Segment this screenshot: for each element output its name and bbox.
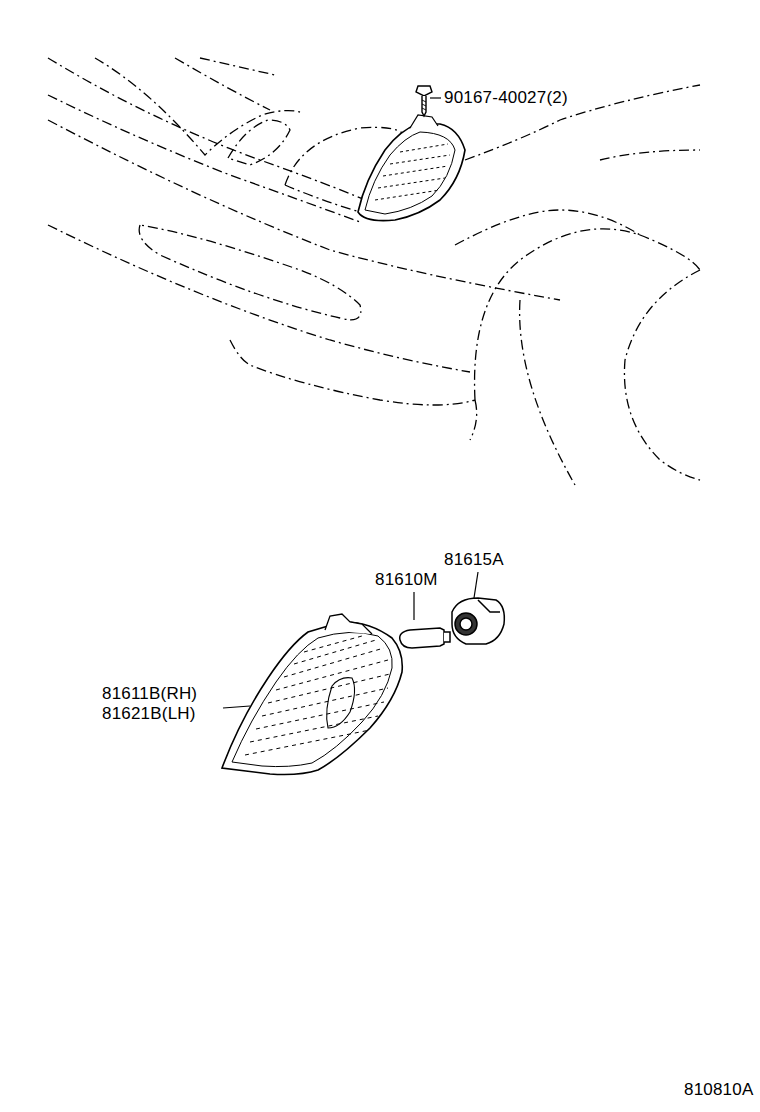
lamp-lens [222,614,402,775]
fender-line [600,150,700,160]
bumper-top [48,120,560,300]
fog-opening [139,225,361,320]
part-number: 81611B(RH) [102,684,197,704]
bulb [400,628,450,648]
headlamp-edge [285,185,360,212]
grille-opening [228,120,290,165]
figure-number: 810810A [684,1080,753,1100]
fender-line [455,210,640,245]
part-number: 81615A [444,550,504,570]
hood-line [48,95,360,222]
arch-line [470,400,477,440]
arch-line [520,300,575,485]
hood-crease [200,58,275,75]
lower-bumper [230,340,475,405]
hood-crease [175,58,270,110]
leader-lines [223,98,478,708]
screw [416,86,432,116]
grille [95,58,300,155]
part-number: 81621B(LH) [102,704,196,724]
bumper-line [48,225,470,372]
part-number: 81610M [375,570,438,590]
socket [452,598,504,644]
wheel-arch [475,229,700,400]
part-number: 90167-40027(2) [444,88,568,108]
lamp-installed [358,115,465,221]
hood-line [48,58,365,200]
car-outline [48,58,700,485]
tire [624,270,700,480]
